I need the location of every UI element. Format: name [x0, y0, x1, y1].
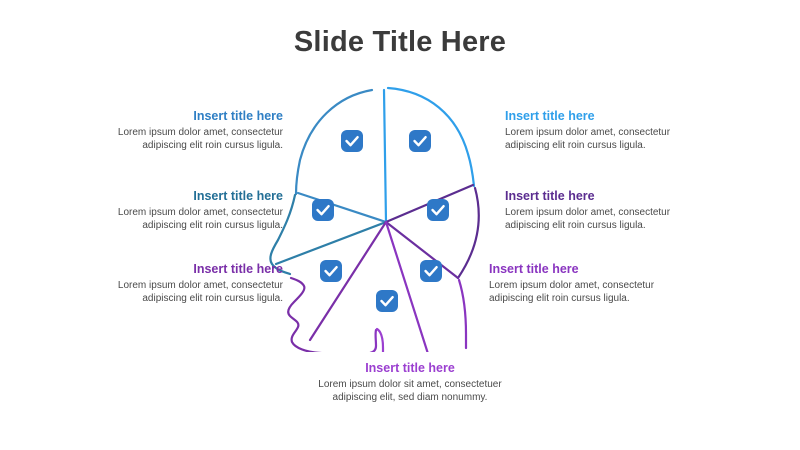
spoke-right [384, 220, 460, 280]
callout-title: Insert title here [193, 109, 283, 123]
callout-bottom-1: Insert title here Lorem ipsum dolor sit … [300, 360, 520, 404]
check-badge-middle-left [312, 199, 334, 221]
check-badge-top-right [409, 130, 431, 152]
spoke-left [274, 220, 388, 266]
check-badge-middle-right [427, 199, 449, 221]
callout-right-3: Insert title here Lorem ipsum dolor amet… [489, 261, 689, 305]
callout-body: Lorem ipsum dolor sit amet, consectetuer… [318, 379, 502, 403]
callout-title: Insert title here [365, 361, 455, 375]
jaw-outline [319, 328, 378, 352]
callout-body: Lorem ipsum dolor amet, consectetur adip… [505, 127, 671, 151]
page-title: Slide Title Here [293, 26, 507, 58]
callout-right-1: Insert title here Lorem ipsum dolor amet… [505, 108, 705, 152]
skull-arc-right-lower [456, 186, 480, 280]
check-icon [316, 205, 330, 216]
check-badge-lower-right [420, 260, 442, 282]
face-profile [287, 276, 321, 352]
callout-title: Insert title here [505, 189, 595, 203]
skull-arc-left [294, 88, 374, 196]
callout-body: Lorem ipsum dolor amet, consectetur adip… [489, 280, 655, 304]
head-segmented-diagram [262, 82, 512, 352]
neck-right-outline [457, 278, 468, 350]
spoke-upper-left [296, 191, 388, 224]
check-badge-lower-left [320, 260, 342, 282]
callout-body: Lorem ipsum dolor amet, consectetur adip… [117, 207, 283, 231]
spoke-lower-left [308, 220, 388, 342]
spoke-lower-right [384, 220, 429, 352]
callout-title: Insert title here [193, 189, 283, 203]
callout-title: Insert title here [505, 109, 595, 123]
check-badge-top-left [341, 130, 363, 152]
brow-contour [269, 193, 297, 276]
callout-right-2: Insert title here Lorem ipsum dolor amet… [505, 188, 705, 232]
callout-body: Lorem ipsum dolor amet, consectetur adip… [117, 127, 283, 151]
callout-title: Insert title here [489, 262, 579, 276]
neck-front-outline [375, 327, 385, 352]
callout-body: Lorem ipsum dolor amet, consectetur adip… [117, 280, 283, 304]
callout-left-3: Insert title here Lorem ipsum dolor amet… [83, 261, 283, 305]
skull-arc-right [386, 86, 476, 188]
check-icon [380, 296, 394, 307]
check-icon [345, 136, 359, 147]
check-icon [431, 205, 445, 216]
callout-left-2: Insert title here Lorem ipsum dolor amet… [83, 188, 283, 232]
check-icon [413, 136, 427, 147]
spoke-top [382, 88, 388, 224]
check-badge-bottom-center [376, 290, 398, 312]
callout-left-1: Insert title here Lorem ipsum dolor amet… [83, 108, 283, 152]
callout-body: Lorem ipsum dolor amet, consectetur adip… [505, 207, 671, 231]
callout-title: Insert title here [193, 262, 283, 276]
check-icon [324, 266, 338, 277]
check-icon [424, 266, 438, 277]
